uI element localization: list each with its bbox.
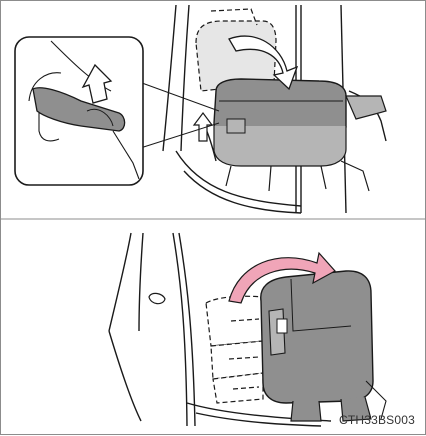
tumble-arrow-icon (229, 253, 335, 303)
step-1-illustration (1, 1, 426, 219)
figure-code: CTH33BS003 (339, 413, 415, 427)
lever-inset (15, 37, 143, 185)
tumbled-seat (261, 271, 386, 421)
folded-seat (214, 79, 386, 191)
ghost-seat (206, 296, 263, 403)
vehicle-body-lower (109, 233, 331, 426)
door-handle (149, 293, 165, 303)
